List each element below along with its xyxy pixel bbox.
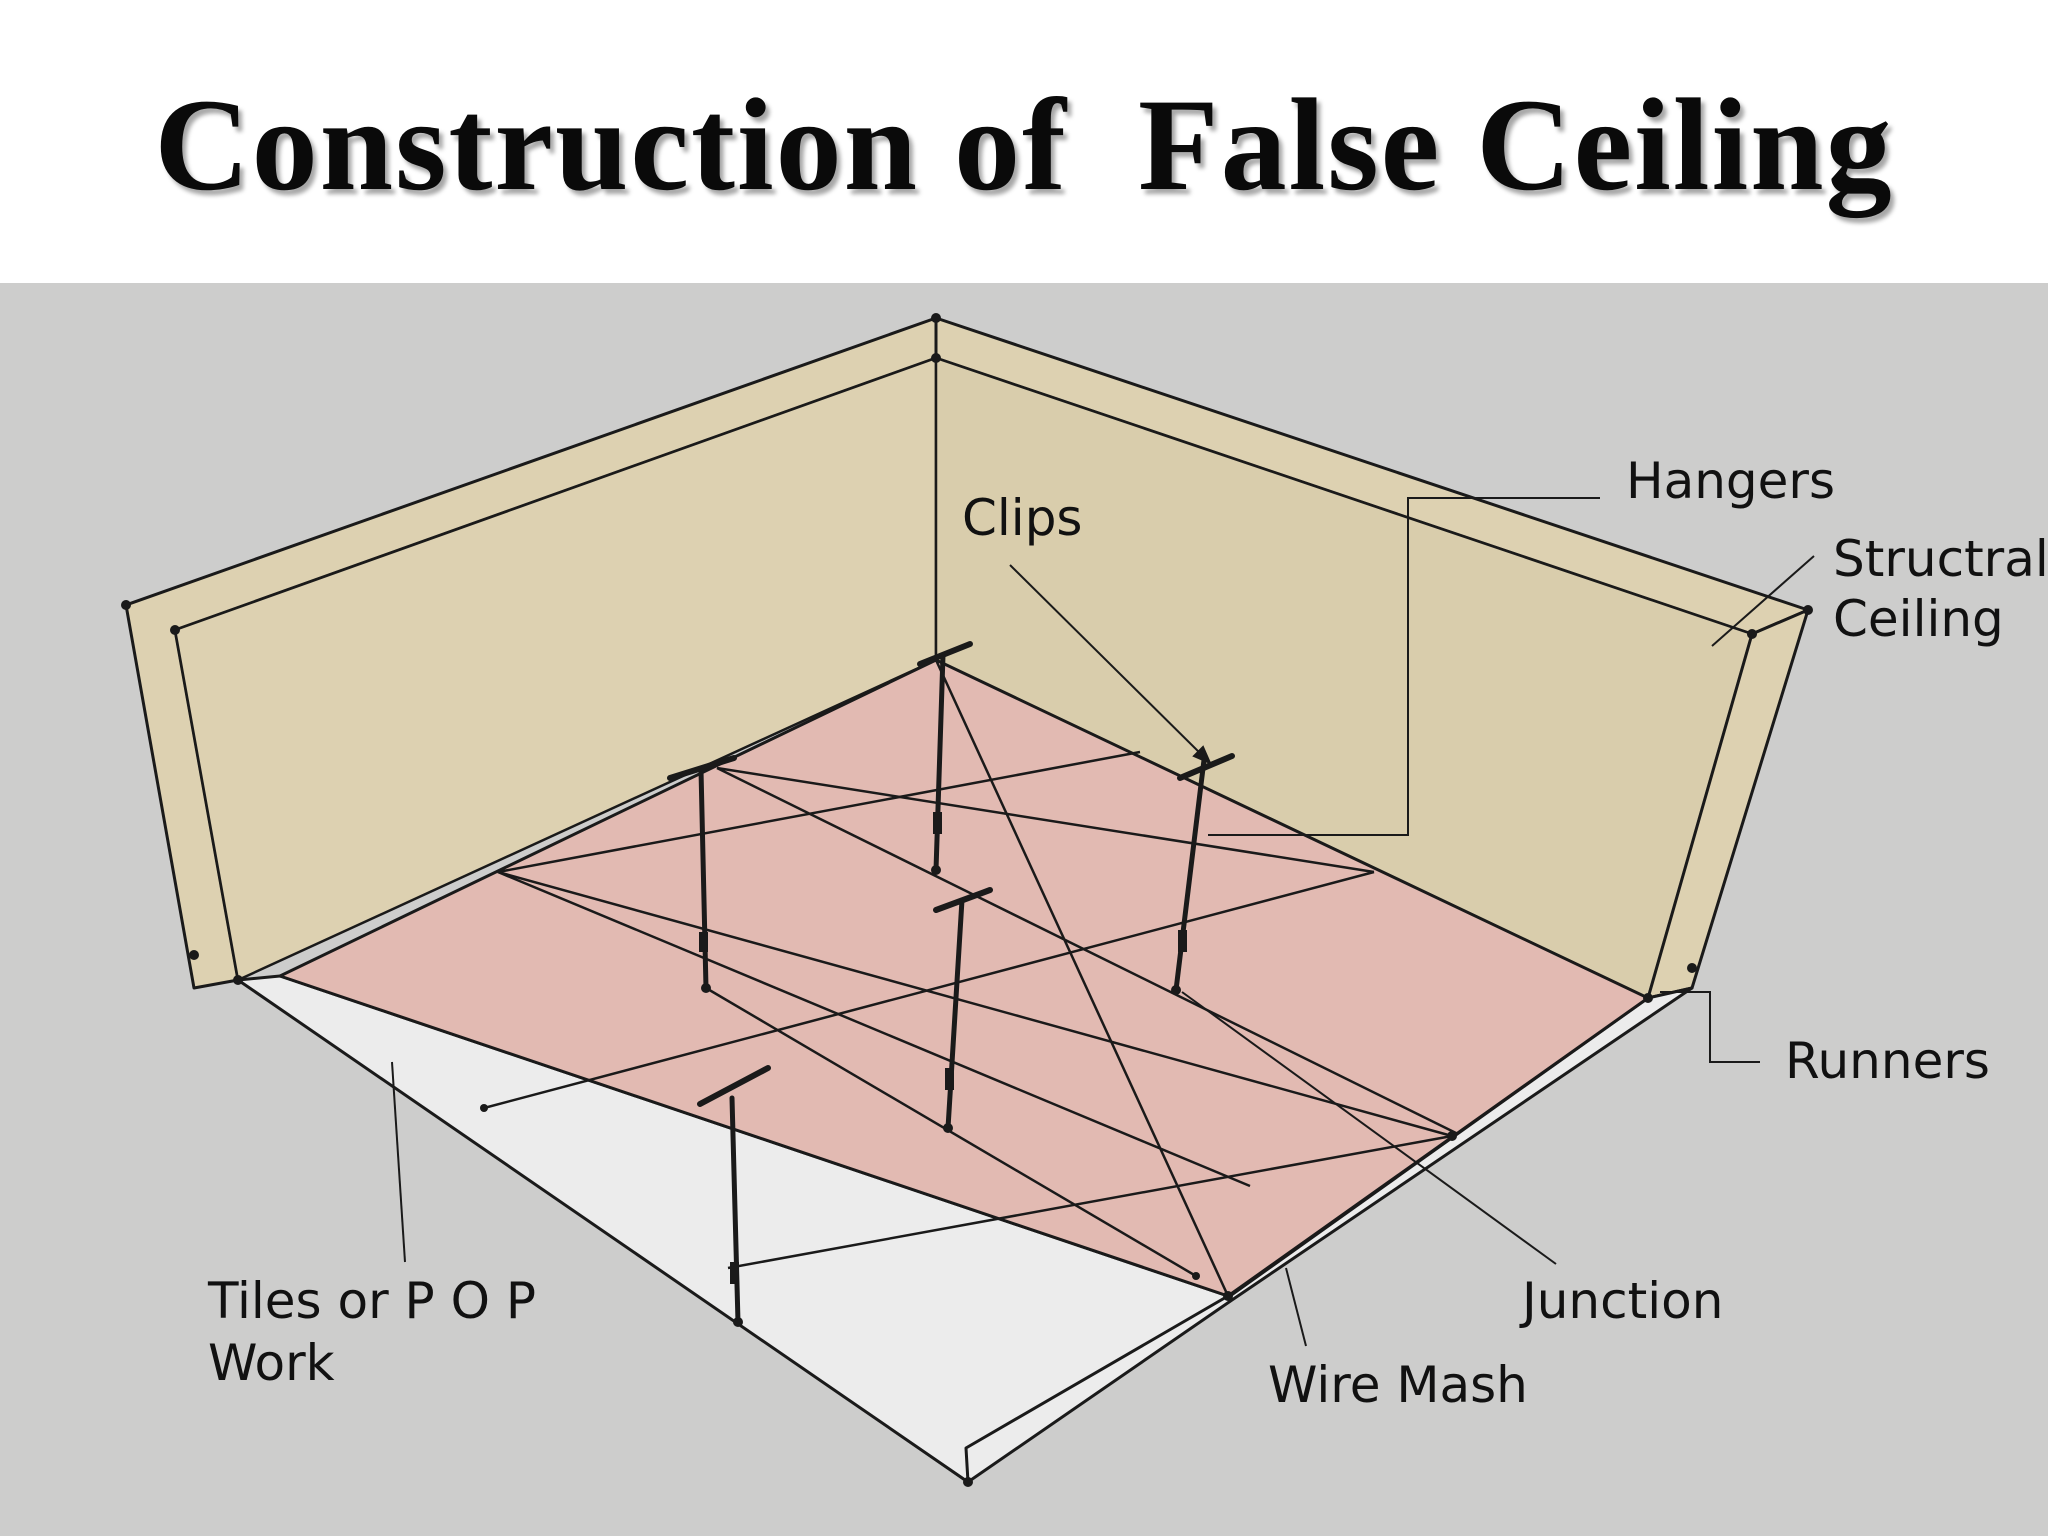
tiles-label-line2: Work [208, 1334, 335, 1392]
hanger [667, 755, 737, 991]
junction-dot [1192, 1272, 1200, 1280]
junction-dot [943, 1123, 953, 1133]
hanger [1173, 753, 1235, 993]
clips-label: Clips [962, 489, 1082, 547]
runners-grid [483, 659, 1459, 1297]
wire-mash-label: Wire Mash [1268, 1356, 1528, 1414]
junction-dot [1223, 1291, 1233, 1301]
hanger [697, 1065, 771, 1325]
page-title: Construction of False Ceiling [154, 71, 1894, 218]
clips-leader [1009, 564, 1211, 764]
hanger [917, 641, 973, 873]
junction-dot [931, 353, 941, 363]
junction-dot [233, 975, 243, 985]
junction-dot [733, 1317, 743, 1327]
hangers [667, 641, 1235, 1325]
junction-dot [189, 950, 199, 960]
structural-ceiling-label-line1: Structral [1833, 530, 2048, 588]
junction-dot [1687, 963, 1697, 973]
junction-dot [1447, 1131, 1457, 1141]
junction-dot [931, 313, 941, 323]
runner-line [497, 870, 1251, 1188]
junction-dot [1747, 629, 1757, 639]
junction-dot [963, 1477, 973, 1487]
junction-dot [1643, 993, 1653, 1003]
junction-dot [121, 600, 131, 610]
runner-line [497, 870, 1453, 1138]
junction-leader [1181, 991, 1557, 1265]
false-ceiling-diagram: Clips Hangers Structral Ceiling Runners … [0, 283, 2048, 1536]
junction-dot [170, 625, 180, 635]
leader-lines [391, 497, 1815, 1347]
hanger [933, 887, 993, 1131]
junction-points [121, 313, 1813, 1487]
hangers-label: Hangers [1626, 452, 1835, 510]
junction-dot [1171, 985, 1181, 995]
runner-line [727, 1134, 1453, 1270]
tiles-leader [391, 1061, 406, 1263]
hangers-leader [1208, 497, 1600, 836]
runner-line [934, 659, 1230, 1297]
junction-dot [701, 983, 711, 993]
junction-dot [931, 865, 941, 875]
structural-ceiling-label-line2: Ceiling [1833, 590, 2004, 648]
junction-dot [480, 1104, 488, 1112]
runner-line [716, 766, 1375, 874]
structural-ceiling-leader [1711, 555, 1815, 647]
tiles-label-line1: Tiles or P O P [207, 1272, 536, 1330]
runner-line [716, 766, 1459, 1136]
runners-leader [1660, 991, 1760, 1063]
runners-label: Runners [1785, 1032, 1990, 1090]
clips-arrowhead [1192, 745, 1212, 765]
wire-mash-leader [1285, 1267, 1307, 1347]
runner-line [483, 870, 1375, 1110]
runner-line [497, 750, 1141, 874]
junction-dot [1803, 605, 1813, 615]
ceiling-edge-strip [236, 974, 1230, 1484]
junction-label: Junction [1519, 1272, 1723, 1330]
